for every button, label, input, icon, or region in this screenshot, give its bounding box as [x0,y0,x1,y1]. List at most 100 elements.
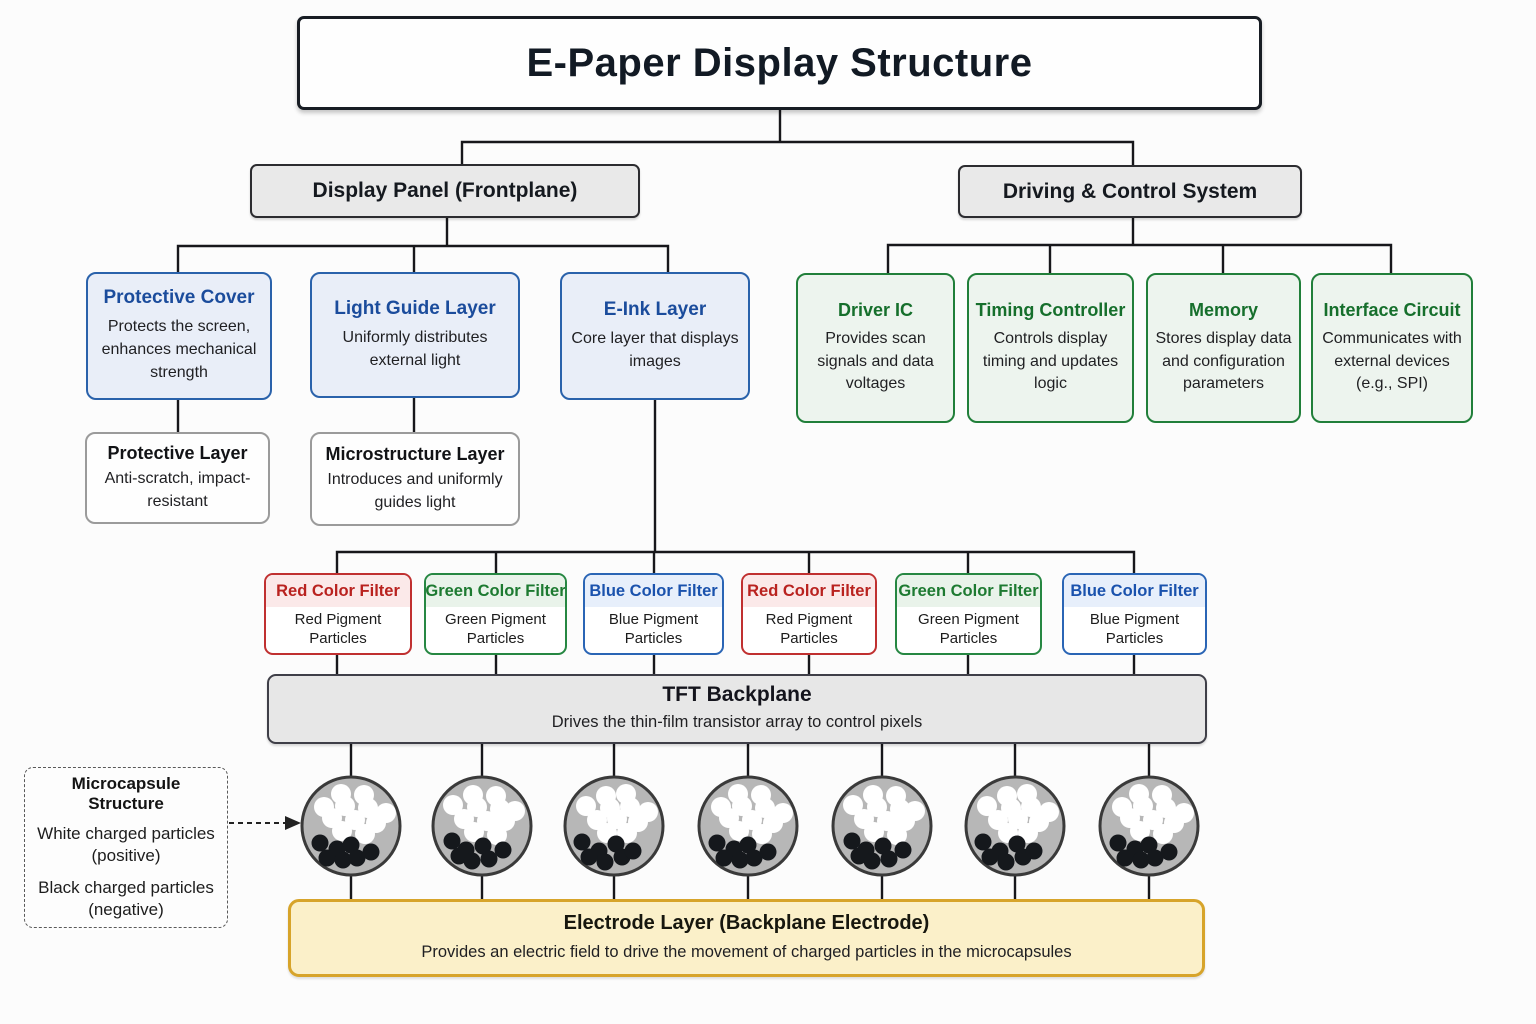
branch-driving-control: Driving & Control System [958,165,1302,218]
black-charged-particle [318,849,336,867]
node-desc: Core layer that displays images [571,329,739,370]
white-charged-particle [864,822,884,842]
filter-desc: Red Pigment Particles [765,611,853,647]
note-arrow [229,816,301,830]
black-charged-particle [1146,849,1164,867]
node-red-color-filter-1: Red Color Filter Red Pigment Particles [264,573,412,655]
black-charged-particle [342,836,360,854]
filter-desc: Blue Pigment Particles [608,611,699,647]
black-charged-particle [334,851,352,869]
black-charged-particle [715,849,733,867]
microcapsule-note: Microcapsule Structure White charged par… [24,767,228,928]
white-charged-particle [335,796,355,816]
white-charged-particle [607,809,627,829]
node-desc: Introduces and uniformly guides light [327,470,503,511]
filter-desc: Red Pigment Particles [294,611,382,647]
branch-display-panel: Display Panel (Frontplane) [250,164,640,218]
diagram-title-box: E-Paper Display Structure [297,16,1262,110]
white-charged-particle [732,796,752,816]
node-title: TFT Backplane [662,683,812,707]
node-light-guide-layer: Light Guide Layer Uniformly distributes … [310,272,520,398]
black-charged-particle [880,850,898,868]
white-charged-particle [977,796,997,816]
node-title: Microstructure Layer [325,443,505,464]
black-charged-particle [759,843,777,861]
node-desc: Controls display timing and updates logi… [982,329,1119,393]
black-charged-particle [1160,843,1178,861]
microcapsule [964,775,1066,877]
node-desc: Drives the thin-film transistor array to… [551,713,923,732]
black-charged-particle [596,853,614,871]
black-charged-particle [843,832,861,850]
node-title: E-Ink Layer [603,298,707,320]
node-interface-circuit: Interface Circuit Communicates with exte… [1311,273,1473,423]
black-charged-particle [974,833,992,851]
black-charged-particle [573,833,591,851]
white-charged-particle [358,798,378,818]
node-title: Light Guide Layer [334,297,496,319]
black-charged-particle [607,835,625,853]
black-charged-particle [1109,834,1127,852]
microcapsule [1098,775,1200,877]
node-desc: Provides an electric field to drive the … [421,942,1072,961]
black-charged-particle [731,851,749,869]
node-memory: Memory Stores display data and configura… [1146,273,1301,423]
black-charged-particle [624,842,642,860]
white-charged-particle [1133,796,1153,816]
filter-title: Blue Color Filter [1064,575,1205,607]
node-protective-cover: Protective Cover Protects the screen, en… [86,272,272,400]
black-charged-particle [745,849,763,867]
white-charged-particle [332,821,352,841]
black-charged-particle [1025,842,1043,860]
black-charged-particle [580,848,598,866]
white-charged-particle [467,797,487,817]
white-charged-particle [355,824,375,844]
node-title: Memory [1188,299,1259,320]
node-blue-color-filter-2: Blue Color Filter Blue Pigment Particles [1062,573,1207,655]
white-charged-particle [887,825,907,845]
filter-desc: Blue Pigment Particles [1089,611,1180,647]
white-charged-particle [487,825,507,845]
node-microstructure-layer: Microstructure Layer Introduces and unif… [310,432,520,526]
microcapsule [697,775,799,877]
node-desc: Anti-scratch, impact-resistant [104,469,251,510]
filter-title: Red Color Filter [743,575,875,607]
note-line-white: White charged particles (positive) [37,823,215,865]
node-timing-controller: Timing Controller Controls display timin… [967,273,1134,423]
branch-driving-control-label: Driving & Control System [1002,179,1258,203]
node-desc: Stores display data and configuration pa… [1155,329,1292,393]
node-title: Driver IC [837,299,914,320]
white-charged-particle [755,798,775,818]
node-title: Timing Controller [975,299,1126,320]
black-charged-particle [494,841,512,859]
white-charged-particle [729,821,749,841]
black-charged-particle [311,834,329,852]
filter-title: Green Color Filter [426,575,565,607]
microcapsule [300,775,402,877]
note-line-black: Black charged particles (negative) [38,878,214,920]
node-green-color-filter-2: Green Color Filter Green Pigment Particl… [895,573,1042,655]
white-charged-particle [752,824,772,844]
white-charged-particle [1008,809,1028,829]
black-charged-particle [1116,849,1134,867]
filter-desc: Green Pigment Particles [918,611,1019,647]
black-charged-particle [362,843,380,861]
black-charged-particle [463,852,481,870]
black-charged-particle [1008,835,1026,853]
white-charged-particle [1021,797,1041,817]
microcapsule [431,775,533,877]
black-charged-particle [739,836,757,854]
black-charged-particle [874,837,892,855]
black-charged-particle [1140,836,1158,854]
white-charged-particle [1156,798,1176,818]
filter-desc: Green Pigment Particles [445,611,546,647]
white-charged-particle [443,795,463,815]
black-charged-particle [450,847,468,865]
black-charged-particle [480,850,498,868]
node-tft-backplane: TFT Backplane Drives the thin-film trans… [267,674,1207,744]
node-green-color-filter-1: Green Color Filter Green Pigment Particl… [424,573,567,655]
filter-title: Green Color Filter [897,575,1040,607]
branch-display-panel-label: Display Panel (Frontplane) [312,179,578,202]
white-charged-particle [620,797,640,817]
white-charged-particle [1153,824,1173,844]
